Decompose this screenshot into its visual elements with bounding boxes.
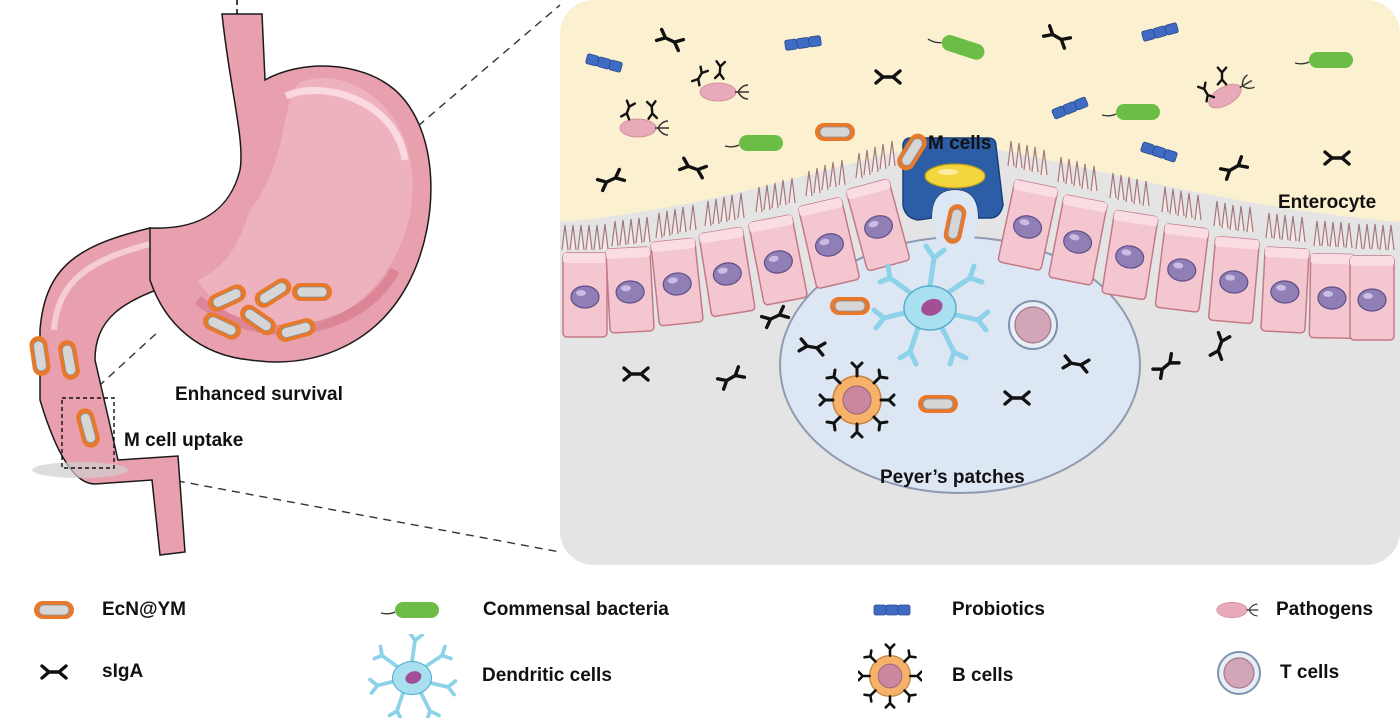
legend-probiotics-label: Probiotics [952,599,1045,620]
legend-commensal-label: Commensal bacteria [483,599,669,620]
legend-ecn-ym: EcN@YM [30,598,186,622]
t-cell [1008,300,1058,350]
legend-siga: sIgA [34,660,143,684]
label-m-cells: M cells [928,133,991,154]
legend-pathogens-label: Pathogens [1276,599,1374,620]
pathogen-icon [1216,601,1259,619]
legend-t-cells-label: T cells [1280,662,1340,683]
legend-commensal: Commensal bacteria [375,598,669,622]
legend-pathogens: Pathogens [1210,598,1373,622]
label-m-cell-uptake: M cell uptake [124,430,243,451]
legend-b-cells-label: B cells [952,665,1014,686]
t-cell-icon [1217,651,1261,695]
label-peyers-patches: Peyer’s patches [880,467,1025,488]
microvilli [561,140,1395,251]
stomach-illustration [27,0,432,556]
legend: EcN@YM Commensal bacteria Probiotics Pat… [0,568,1400,722]
legend-probiotics: Probiotics [870,598,1045,622]
probiotics-icon [873,604,911,616]
intestine-panel: M cells Enterocyte Peyer’s patches [560,0,1400,565]
ecn-ym-icon [33,600,75,620]
legend-t-cells: T cells [1214,648,1339,698]
legend-dendritic: Dendritic cells [362,634,612,718]
b-cell [818,361,896,439]
b-cell-icon [858,643,922,709]
dendritic-cell [871,243,991,367]
dendritic-cell-icon [368,634,458,718]
legend-ecn-ym-label: EcN@YM [102,599,186,620]
siga-icon [40,664,68,680]
label-enterocyte: Enterocyte [1278,192,1376,213]
label-enhanced-survival: Enhanced survival [175,384,343,405]
commensal-bacteria-icon [380,601,440,619]
legend-dendritic-label: Dendritic cells [482,665,612,686]
legend-b-cells: B cells [858,640,1013,712]
legend-siga-label: sIgA [102,661,144,682]
